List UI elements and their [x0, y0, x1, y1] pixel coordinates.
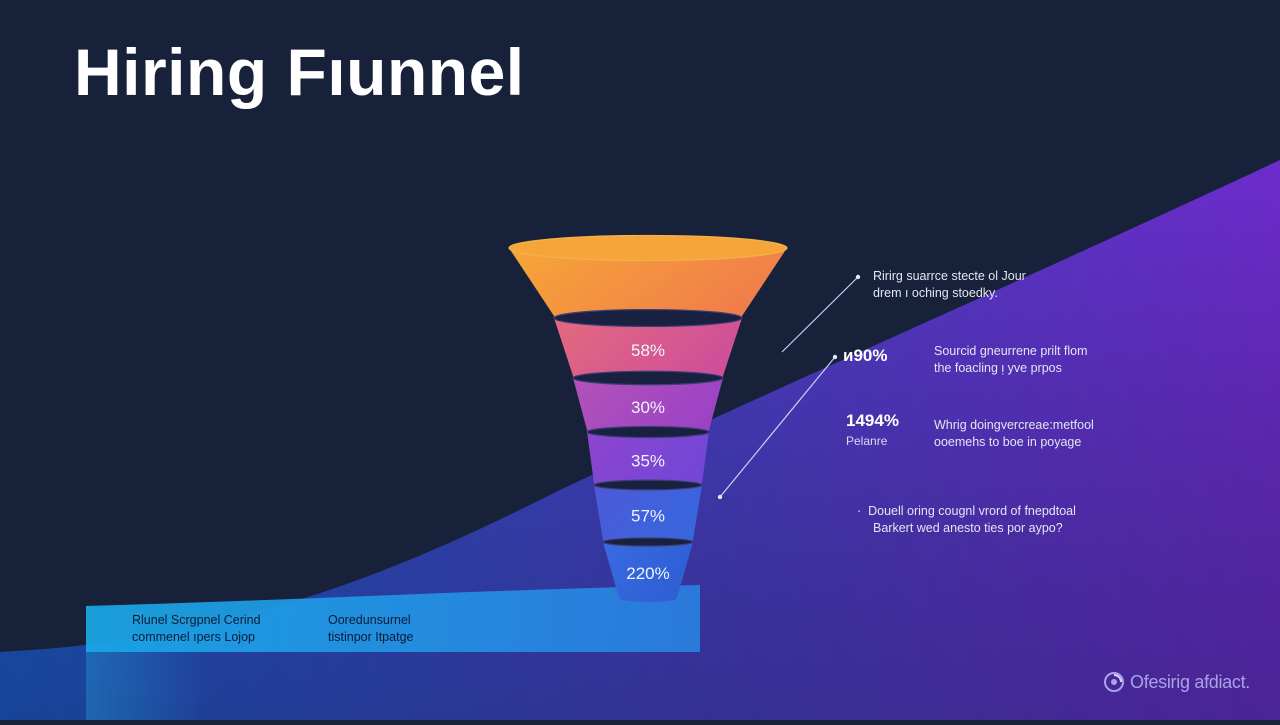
annotation-bottom: · Douell oring cougnl vrord of fnepdtoal… — [857, 503, 1076, 537]
funnel-segment-5 — [594, 485, 702, 547]
bottom-note-1: Rlunel Scrgpnel Cerind commenel ıpers Lo… — [132, 612, 261, 646]
bottom-note-2-line-2: tistinpor Itpatge — [328, 630, 414, 644]
funnel-rim-6 — [602, 537, 694, 547]
connector-line-2 — [719, 356, 836, 498]
brand-logo: Ofesirig afdiact. — [1102, 670, 1250, 694]
bottom-note-1-line-1: Rlunel Scrgpnel Cerind — [132, 613, 261, 627]
funnel-rim-3 — [572, 370, 724, 386]
stat-value-2: 1494% — [846, 411, 899, 430]
page-title: Hiring Fıunnel — [74, 35, 525, 109]
funnel-segment-3 — [573, 378, 723, 439]
annotation-stat-1-line-1: Sourcid gneurrene prilt flom — [934, 344, 1088, 358]
annotation-top-line-2: drem ı oching stoedky. — [873, 286, 998, 300]
funnel-rim-1 — [508, 234, 788, 262]
funnel-label-4: 35% — [631, 452, 665, 471]
connector-line-1 — [781, 276, 859, 353]
funnel-segment-2 — [554, 318, 742, 387]
annotation-stat-2-line-1: Whrig doingvercreae:metfool — [934, 418, 1094, 432]
funnel-segment-4 — [587, 432, 709, 491]
annotation-stat-1-line-2: the foacling ᴉ yve prpos — [934, 361, 1062, 375]
annotation-stat-2-line-2: ooemehs to boe in poyage — [934, 435, 1082, 449]
bottom-note-2: Ooredunsurnel tistinpor Itpatge — [328, 612, 413, 646]
funnel-label-2: 58% — [631, 341, 665, 360]
bottom-note-1-line-2: commenel ıpers Lojop — [132, 630, 255, 644]
cyan-band — [86, 585, 700, 652]
funnel-segment-1 — [509, 248, 787, 330]
funnel-label-5: 57% — [631, 507, 665, 526]
annotation-stat-1: Sourcid gneurrene prilt flom the foaclin… — [934, 343, 1088, 377]
annotation-bottom-line-2: Barkert wed anesto ties por aypo? — [873, 521, 1063, 535]
funnel-rim-2 — [553, 308, 743, 328]
stat-value-1: ᴎ90% — [843, 346, 888, 365]
funnel-segment-6 — [603, 542, 693, 603]
funnel-label-6: 220% — [626, 564, 669, 583]
funnel-rim-4 — [586, 425, 710, 439]
funnel-diagram: 58% 30% 35% 57% 220% — [508, 234, 788, 603]
logo-text: Ofesirig afdiact. — [1130, 671, 1250, 692]
funnel-label-3: 30% — [631, 398, 665, 417]
annotation-top: Ririrg suarrce stecte ol Jour drem ı och… — [873, 268, 1026, 302]
annotation-stat-2: Whrig doingvercreae:metfool ooemehs to b… — [934, 417, 1094, 451]
annotation-bottom-text-1: Douell oring cougnl vrord of fnepdtoal — [868, 504, 1076, 518]
bottom-note-2-line-1: Ooredunsurnel — [328, 613, 411, 627]
bullet-dot: · — [857, 504, 869, 518]
stat-sub-2: Pelanre — [846, 434, 888, 448]
background-wave-shade — [0, 160, 1280, 720]
annotation-top-line-1: Ririrg suarrce stecte ol Jour — [873, 269, 1026, 283]
annotation-bottom-line-1: · Douell oring cougnl vrord of fnepdtoal — [857, 503, 1076, 520]
funnel-rim-5 — [593, 479, 703, 491]
cyan-glow — [86, 652, 206, 720]
logo-swirl-icon — [1104, 672, 1125, 692]
